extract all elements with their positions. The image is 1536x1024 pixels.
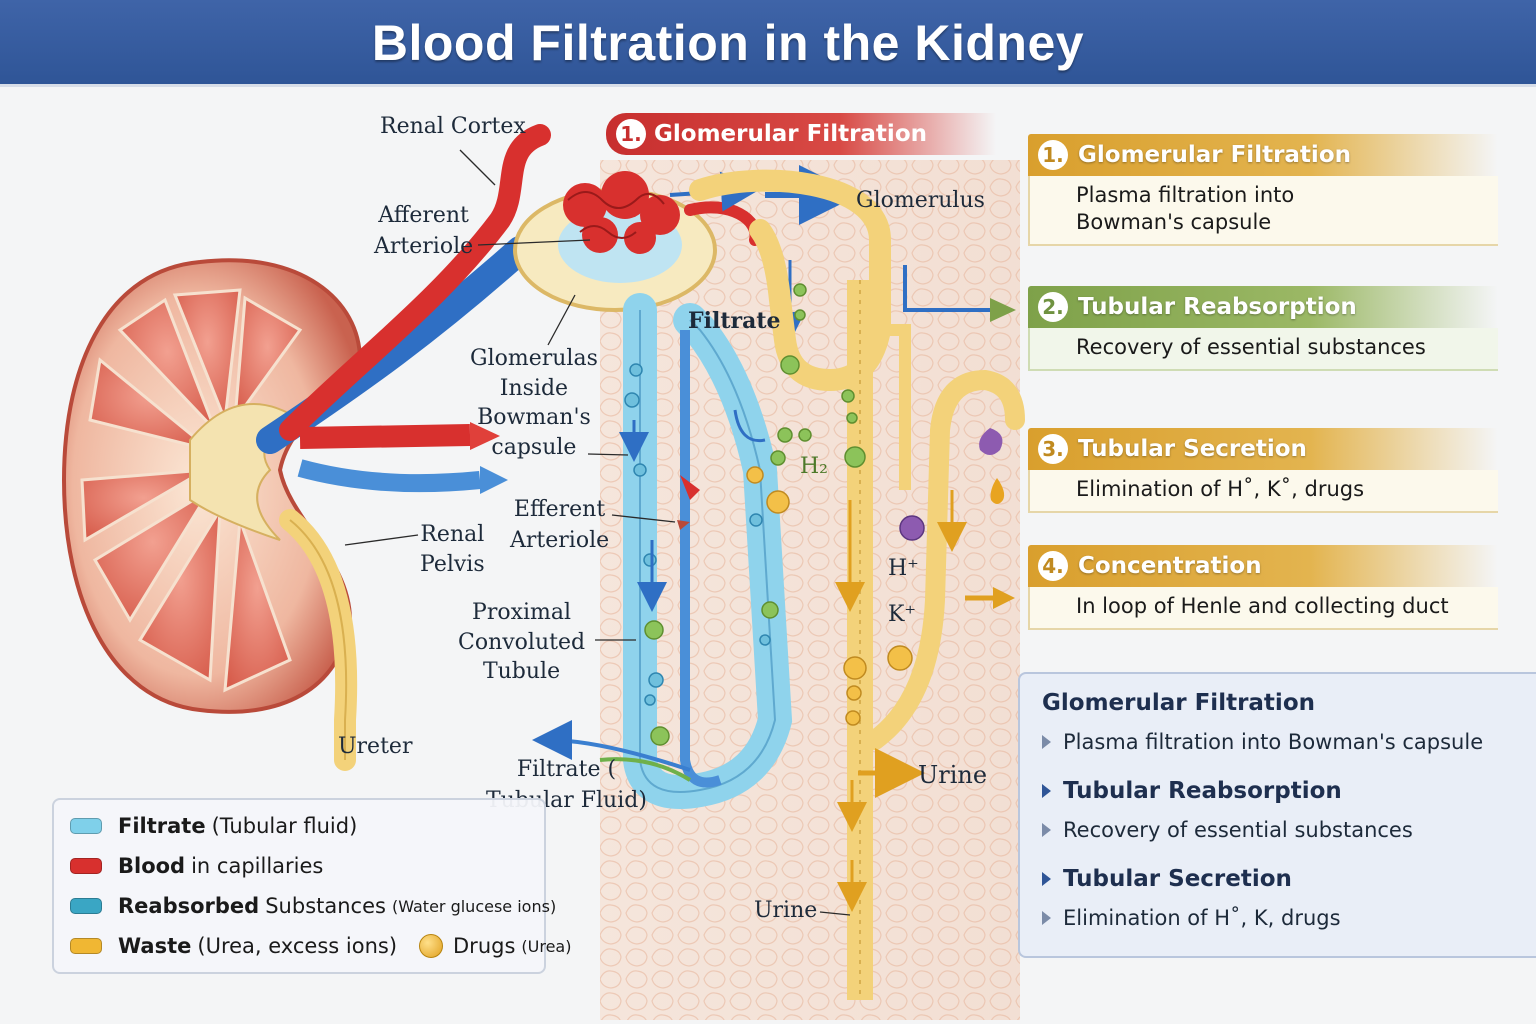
- flag-label: Glomerular Filtration: [654, 121, 927, 147]
- summary-heading: Glomerular Filtration: [1042, 690, 1315, 716]
- label-renal-pelvis: Renal Pelvis: [420, 522, 485, 577]
- label-afferent-arteriole: Afferent Arteriole: [374, 203, 474, 259]
- renal-artery: [279, 124, 551, 441]
- step-header: 3. Tubular Secretion: [1028, 428, 1498, 470]
- step-title: Glomerular Filtration: [1078, 142, 1351, 168]
- legend-term: Drugs: [453, 934, 516, 958]
- step-description: Plasma filtration into Bowman's capsule: [1028, 176, 1498, 246]
- summary-item: Tubular Secretion: [1042, 866, 1292, 892]
- label-h2: H₂: [800, 454, 829, 479]
- summary-panel: Glomerular Filtration Plasma filtration …: [1018, 672, 1536, 958]
- summary-item: Recovery of essential substances: [1042, 818, 1413, 842]
- step-card-tubular-secretion: 3. Tubular Secretion Elimination of H˚, K…: [1028, 428, 1498, 513]
- step-header: 4. Concentration: [1028, 545, 1498, 587]
- step-card-glomerular-filtration: 1. Glomerular Filtration Plasma filtratio…: [1028, 134, 1498, 246]
- step-number-badge: 1.: [616, 119, 646, 149]
- label-glomerulas-inside: Glomerulas Inside Bowman's capsule: [470, 346, 598, 460]
- legend-item-waste: Waste(Urea, excess ions) Drugs(Urea): [70, 934, 571, 958]
- legend-desc: (Urea, excess ions): [197, 934, 398, 958]
- legend-swatch: [70, 938, 102, 954]
- summary-item: Tubular Reabsorption: [1042, 778, 1342, 804]
- step-description: Elimination of H˚, K˚, drugs: [1028, 470, 1498, 513]
- step-card-concentration: 4. Concentration In loop of Henle and col…: [1028, 545, 1498, 630]
- step-number-badge: 2.: [1038, 292, 1068, 322]
- drug-dot-icon: [419, 934, 444, 958]
- step-header: 1. Glomerular Filtration: [1028, 134, 1498, 176]
- legend-swatch: [70, 858, 102, 874]
- legend-swatch: [70, 818, 102, 834]
- page-title: Blood Filtration in the Kidney: [371, 15, 1085, 71]
- legend-term: Reabsorbed: [118, 894, 260, 918]
- step-header: 2. Tubular Reabsorption: [1028, 286, 1498, 328]
- title-bar: Blood Filtration in the Kidney: [0, 0, 1536, 87]
- label-proximal-tubule: Proximal Convoluted Tubule: [458, 600, 586, 684]
- step-description: In loop of Henle and collecting duct: [1028, 587, 1498, 630]
- step-number-badge: 4.: [1038, 551, 1068, 581]
- legend-desc: (Tubular fluid): [211, 814, 358, 838]
- legend-item-filtrate: Filtrate(Tubular fluid): [70, 814, 357, 838]
- kidney-icon: [61, 258, 363, 714]
- legend-swatch: [70, 898, 102, 914]
- label-glomerulus: Glomerulus: [856, 188, 985, 213]
- legend-term: Filtrate: [118, 814, 206, 838]
- summary-item-text: Tubular Reabsorption: [1063, 778, 1342, 804]
- label-h-plus: H⁺: [888, 556, 919, 581]
- legend-term: Waste: [118, 934, 192, 958]
- label-urine-bottom: Urine: [754, 898, 818, 923]
- legend-note: (Urea): [521, 936, 572, 956]
- summary-item-text: Tubular Secretion: [1063, 866, 1292, 892]
- molecule-icon: [770, 283, 866, 468]
- bullet-arrow-icon: [1042, 823, 1051, 837]
- step-title: Tubular Reabsorption: [1078, 294, 1357, 320]
- summary-item-text: Elimination of H˚, K, drugs: [1063, 906, 1341, 930]
- legend-desc: Substances: [265, 894, 386, 918]
- summary-item: Plasma filtration into Bowman's capsule: [1042, 730, 1483, 754]
- step-title: Concentration: [1078, 553, 1262, 579]
- bullet-arrow-icon: [1042, 872, 1051, 886]
- label-renal-cortex: Renal Cortex: [380, 114, 526, 139]
- bullet-arrow-icon: [1042, 735, 1051, 749]
- step-description: Recovery of essential substances: [1028, 328, 1498, 371]
- step-number-badge: 1.: [1038, 140, 1068, 170]
- legend-term: Blood: [118, 854, 186, 878]
- label-efferent-arteriole: Efferent Arteriole: [510, 497, 610, 553]
- legend-note: (Water glucese ions): [391, 896, 557, 916]
- summary-item-text: Plasma filtration into Bowman's capsule: [1063, 730, 1484, 754]
- summary-item: Elimination of H˚, K, drugs: [1042, 906, 1341, 930]
- diagram-step-flag: 1. Glomerular Filtration: [606, 113, 996, 155]
- step-card-tubular-reabsorption: 2. Tubular Reabsorption Recovery of essen…: [1028, 286, 1498, 371]
- label-k-plus: K⁺: [888, 602, 917, 627]
- label-ureter: Ureter: [338, 734, 413, 759]
- bullet-arrow-icon: [1042, 911, 1051, 925]
- bullet-arrow-icon: [1042, 784, 1051, 798]
- step-number-badge: 3.: [1038, 434, 1068, 464]
- droplet-icon: [979, 428, 1003, 455]
- summary-item-text: Recovery of essential substances: [1063, 818, 1413, 842]
- label-urine-right: Urine: [918, 761, 988, 789]
- label-filtrate: Filtrate: [688, 308, 781, 334]
- legend-desc: in capillaries: [191, 854, 324, 878]
- step-title: Tubular Secretion: [1078, 436, 1307, 462]
